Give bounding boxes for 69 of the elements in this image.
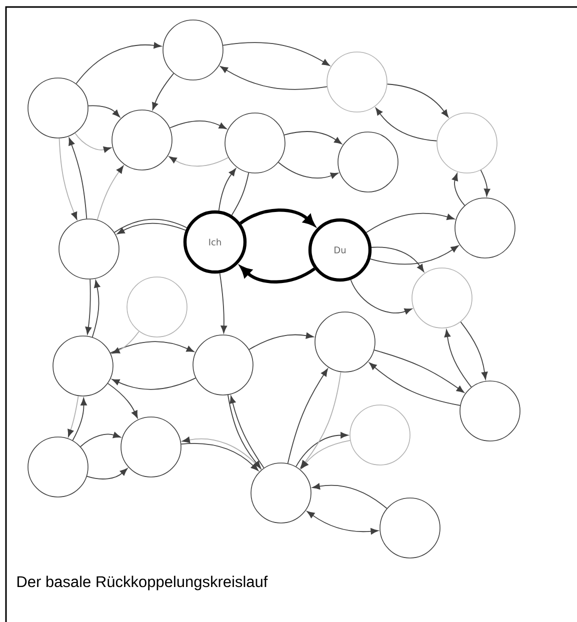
arrow	[240, 266, 316, 284]
arrow	[220, 66, 328, 90]
circle	[52, 336, 114, 396]
circle	[436, 112, 498, 174]
arrow	[306, 511, 378, 534]
arrow	[80, 432, 121, 448]
arrow	[86, 468, 128, 480]
circle	[380, 498, 440, 558]
circle	[314, 312, 376, 372]
arrow	[76, 42, 162, 84]
arrow	[169, 156, 229, 167]
arrow	[370, 245, 459, 265]
arrow	[296, 432, 348, 468]
arrow	[182, 436, 262, 470]
arrow	[222, 42, 330, 66]
arrow	[85, 278, 92, 335]
circle	[350, 404, 410, 466]
arrow	[112, 378, 196, 390]
arrow	[74, 132, 112, 153]
arrow	[116, 222, 186, 234]
arrow	[68, 138, 88, 220]
circle	[338, 132, 398, 192]
arrow	[366, 212, 455, 233]
circle	[28, 436, 88, 498]
arrow	[180, 443, 258, 471]
arrow	[107, 382, 138, 418]
arrow	[480, 170, 490, 196]
arrow	[386, 84, 449, 118]
arrow	[219, 272, 228, 334]
arrow	[58, 138, 78, 220]
arrow	[72, 398, 87, 441]
arrow	[218, 168, 236, 212]
arrow	[444, 329, 472, 388]
circle	[224, 112, 286, 174]
circle	[192, 334, 254, 396]
circle	[454, 198, 516, 258]
circle	[112, 110, 172, 170]
arrow	[278, 162, 338, 179]
arrow	[248, 332, 314, 350]
arrow	[68, 396, 79, 437]
arrow	[375, 108, 438, 142]
arrow	[152, 73, 174, 110]
circle	[120, 416, 182, 478]
arrow	[92, 280, 100, 338]
arrow	[350, 279, 412, 314]
arrow	[371, 246, 424, 272]
arrow	[369, 362, 461, 406]
arrow	[460, 322, 488, 380]
arrow	[96, 166, 124, 220]
arrow	[110, 341, 194, 354]
caption: Der basale Rückkoppelungskreislauf	[17, 576, 268, 590]
circle	[326, 52, 388, 112]
arrow	[374, 350, 464, 393]
circle	[460, 380, 520, 442]
arrow	[312, 483, 388, 509]
arrow	[301, 440, 351, 469]
arrow	[240, 208, 315, 226]
circle	[28, 78, 88, 138]
circle	[250, 462, 312, 524]
arrow	[112, 331, 140, 354]
circle	[412, 268, 472, 328]
circle	[126, 276, 188, 338]
arrow	[88, 105, 120, 118]
circle	[162, 20, 224, 80]
arrow	[287, 368, 328, 464]
arrow	[284, 131, 342, 144]
arrow	[452, 173, 466, 206]
arrow	[169, 120, 227, 130]
circle	[58, 218, 120, 280]
